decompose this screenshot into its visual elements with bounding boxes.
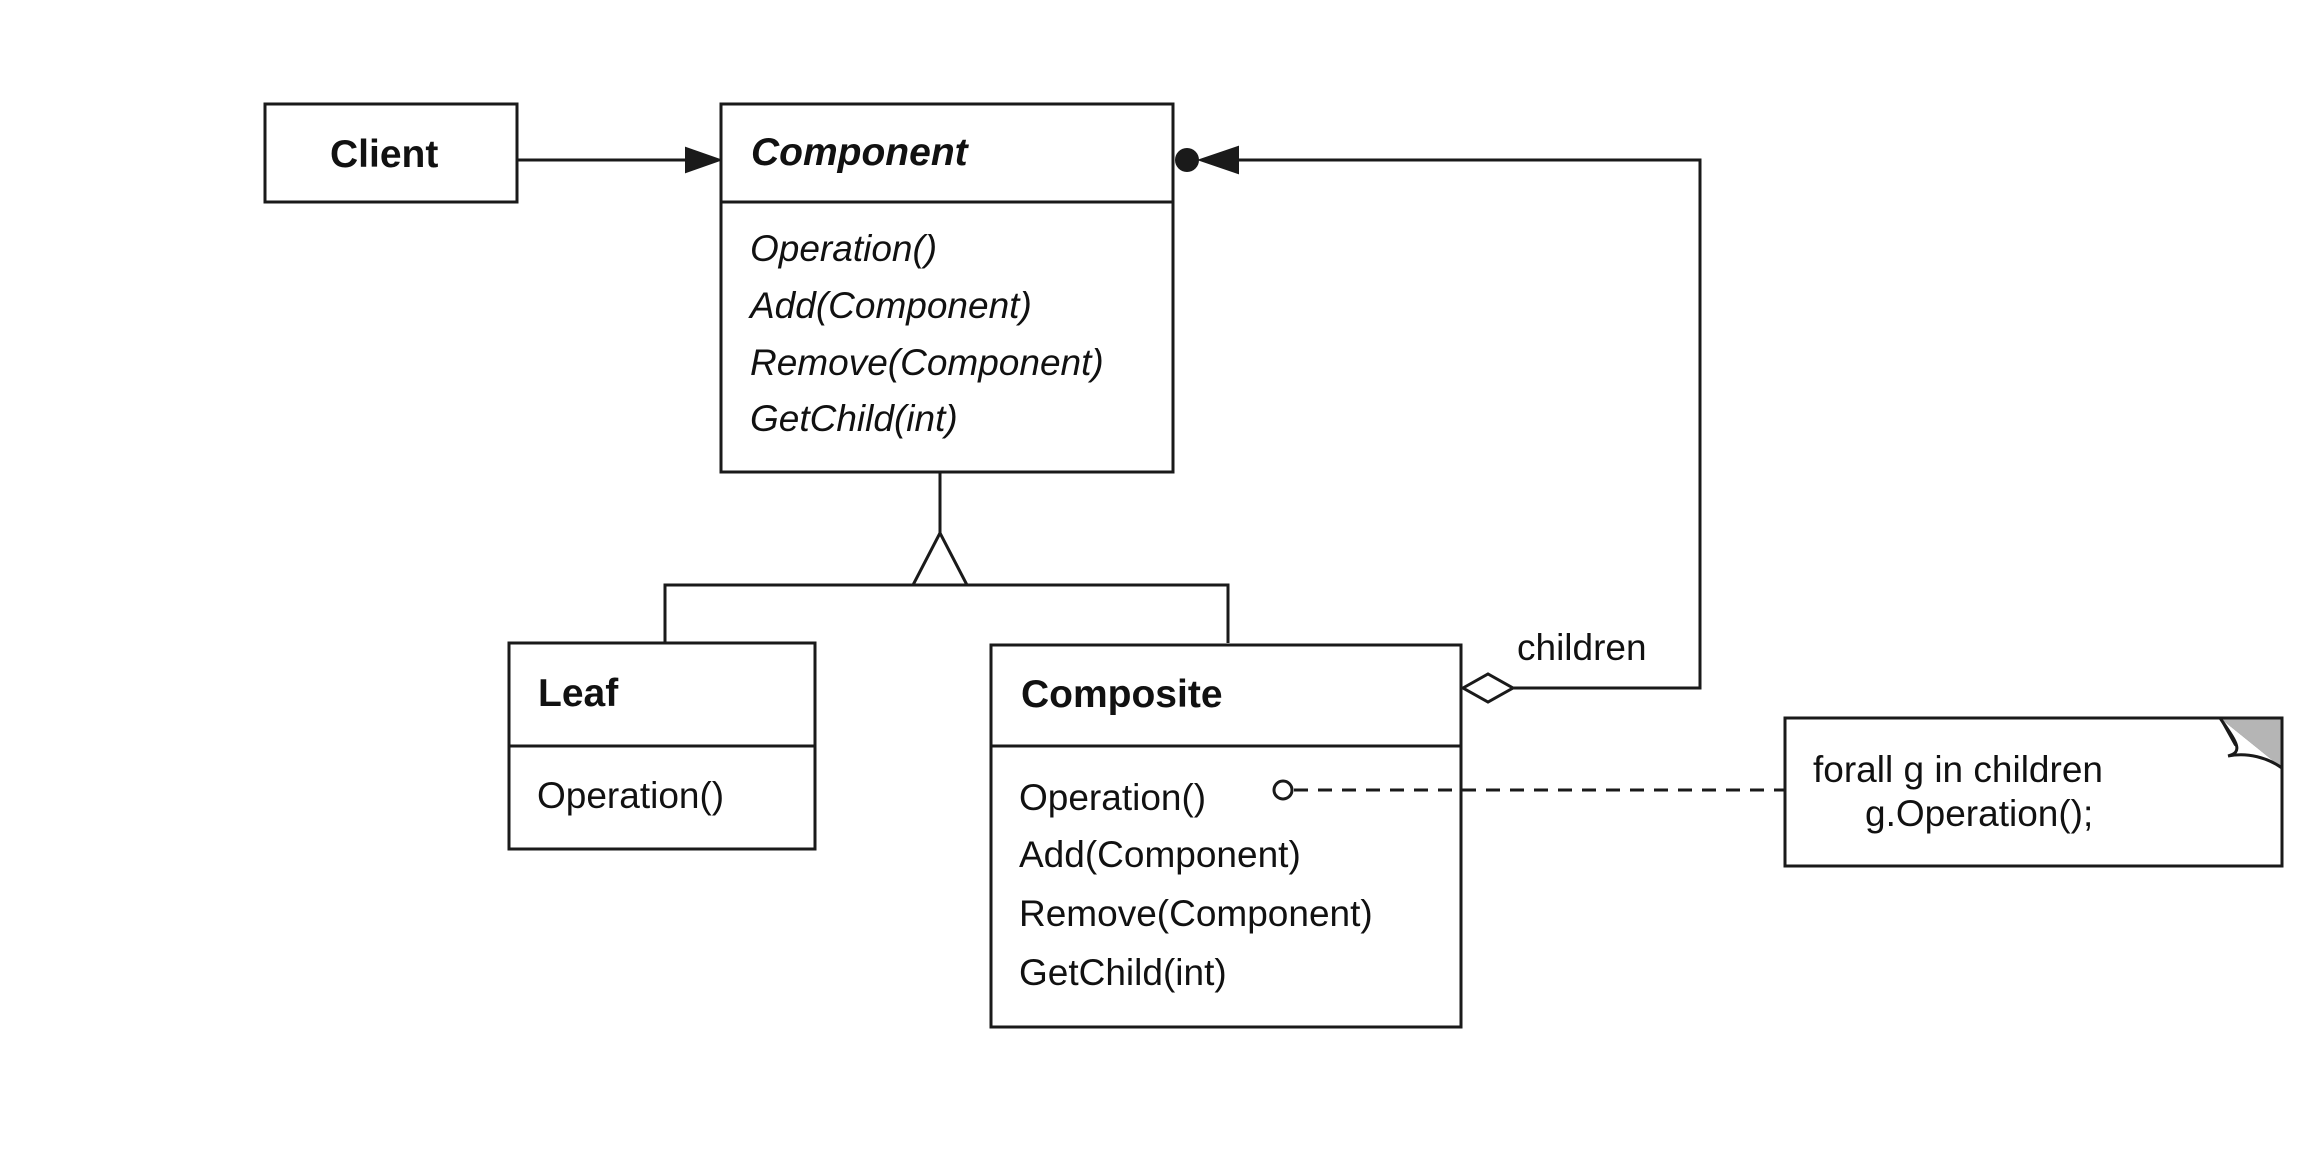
- composite-operation-3: Remove(Component): [1019, 893, 1373, 934]
- composite-operation-1: Operation(): [1019, 777, 1206, 818]
- inheritance-connector: [663, 472, 1230, 643]
- class-client[interactable]: Client: [263, 102, 519, 204]
- children-label: children: [1517, 627, 1647, 668]
- implementation-note: forall g in children g.Operation();: [1783, 716, 2284, 868]
- class-composite-name: Composite: [1021, 673, 1223, 716]
- composite-operation-4: GetChild(int): [1019, 952, 1227, 993]
- component-operation-4: GetChild(int): [750, 398, 958, 439]
- class-component-name: Component: [751, 131, 970, 174]
- aggregation-arrowhead: [1196, 145, 1239, 175]
- composite-operation-2: Add(Component): [1019, 834, 1301, 875]
- class-leaf-name: Leaf: [538, 672, 619, 715]
- note-anchor-circle: [1272, 779, 1294, 801]
- inheritance-triangle: [910, 529, 970, 587]
- class-composite[interactable]: Composite Operation() Add(Component) Rem…: [989, 643, 1463, 1029]
- aggregation-diamond: [1459, 672, 1517, 704]
- children-aggregation: children: [1175, 145, 1702, 704]
- class-client-name: Client: [330, 133, 438, 176]
- note-connector: [1272, 779, 1785, 801]
- class-component[interactable]: Component Operation() Add(Component) Rem…: [719, 102, 1175, 474]
- component-operation-3: Remove(Component): [750, 342, 1104, 383]
- association-arrowhead: [685, 146, 724, 174]
- client-component-association: [517, 146, 724, 174]
- component-operation-1: Operation(): [750, 228, 937, 269]
- note-line-2: g.Operation();: [1865, 793, 2093, 834]
- multiplicity-many-dot: [1175, 148, 1199, 172]
- class-leaf[interactable]: Leaf Operation(): [507, 641, 817, 851]
- note-line-1: forall g in children: [1813, 749, 2103, 790]
- leaf-operation-1: Operation(): [537, 775, 724, 816]
- component-operation-2: Add(Component): [748, 285, 1032, 326]
